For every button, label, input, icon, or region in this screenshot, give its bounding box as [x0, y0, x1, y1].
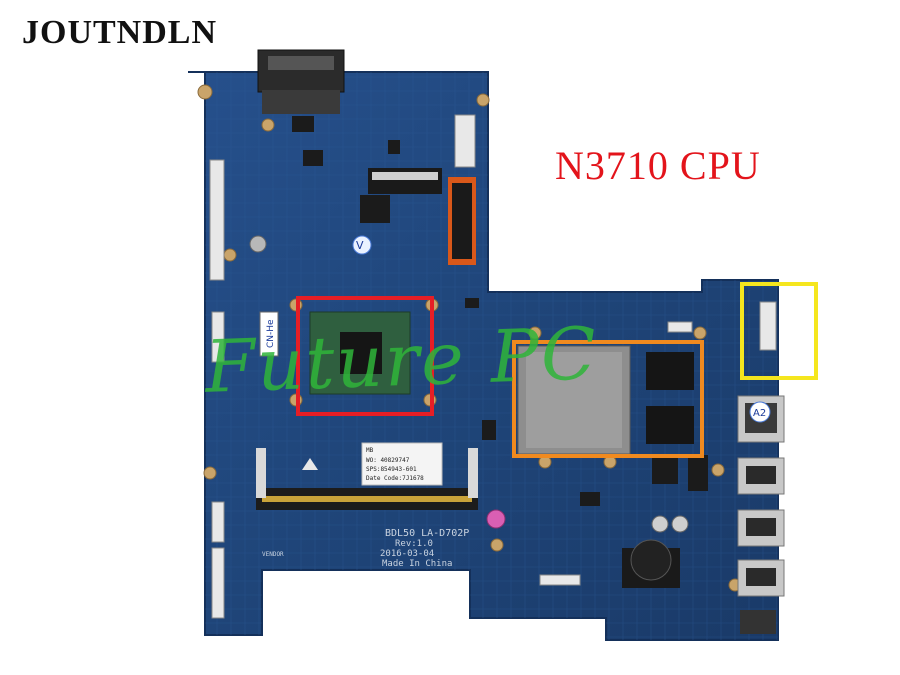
- cpu-label: N3710 CPU: [555, 143, 761, 188]
- sticker-line3: SPS:854943-601: [366, 466, 417, 473]
- coin-battery: [622, 539, 680, 588]
- sticker-line2: WO: 40829747: [366, 457, 410, 464]
- cpu-package: [309, 311, 411, 395]
- capacitors: [249, 235, 689, 533]
- silk-date: 2016-03-04: [380, 549, 434, 559]
- power-connector: [257, 49, 345, 114]
- brand-title: JOUTNDLN: [22, 14, 218, 51]
- silk-origin: Made In China: [382, 559, 452, 569]
- v-sticker: V: [352, 235, 372, 255]
- a2-badge: A2: [749, 401, 771, 423]
- a2-badge-text: A2: [753, 408, 766, 419]
- cpu-highlight-box: [296, 296, 434, 416]
- sticker-line4: Date Code:7J1678: [366, 475, 424, 482]
- ram-area: [517, 345, 694, 455]
- sata-connector: [448, 177, 476, 265]
- small-components: [292, 116, 708, 506]
- sticker-line1: MB: [366, 447, 374, 454]
- watermark-text: Future PC: [203, 311, 600, 409]
- ram-highlight-box: [512, 340, 704, 458]
- m2-slot: [368, 168, 442, 194]
- silk-model: BDL50 LA-D702P: [385, 528, 469, 539]
- silk-rev: Rev:1.0: [395, 539, 433, 549]
- sodimm-slot: [256, 448, 478, 510]
- cn-badge: CN-He: [259, 311, 279, 357]
- product-sticker: MB WO: 40829747 SPS:854943-601 Date Code…: [361, 442, 443, 486]
- port-highlight-box: [740, 282, 818, 380]
- cn-badge-text: CN-He: [266, 319, 276, 348]
- svg-text:V: V: [356, 239, 364, 252]
- silk-vendor: VENDOR: [262, 551, 284, 558]
- usb-ports: [737, 395, 785, 634]
- ribbon-connectors: [209, 114, 693, 619]
